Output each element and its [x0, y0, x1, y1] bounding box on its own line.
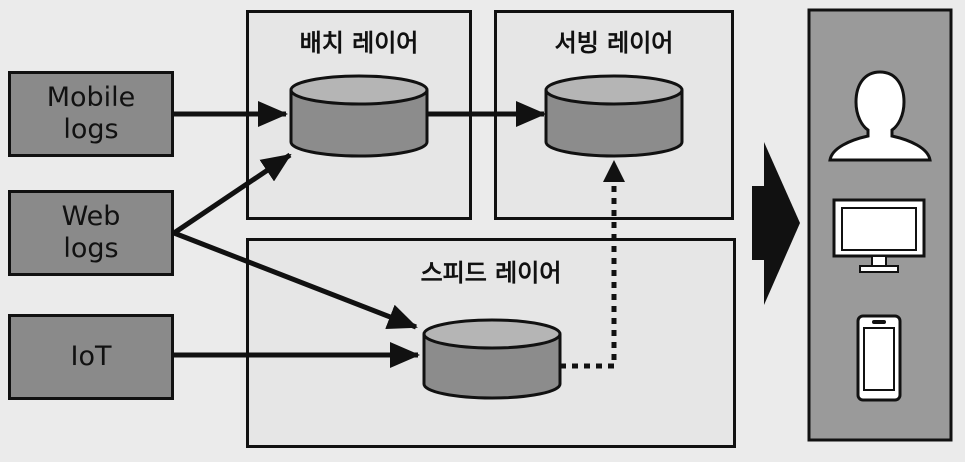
monitor-icon — [832, 198, 926, 273]
batch-layer-title: 배치 레이어 — [299, 29, 419, 57]
output-arrow — [752, 142, 800, 305]
user-icon — [828, 70, 932, 162]
arrow-web-to-batch — [172, 152, 292, 236]
speed-storage-cylinder — [422, 318, 562, 400]
serving-layer-title: 서빙 레이어 — [554, 29, 674, 57]
batch-storage-cylinder — [289, 74, 429, 158]
source-mobile-logs: Mobile logs — [8, 71, 174, 157]
arrow-speed-to-serving-dotted — [560, 172, 617, 369]
source-mobile-logs-line2: logs — [63, 114, 119, 145]
arrow-web-to-speed — [173, 230, 418, 330]
consumer-panel — [807, 8, 953, 442]
serving-storage-cylinder — [544, 74, 684, 158]
arrow-speed-to-serving-head — [603, 160, 625, 182]
speed-layer-title: 스피드 레이어 — [420, 259, 562, 287]
smartphone-icon — [856, 314, 902, 402]
source-web-logs-line1: Web — [61, 201, 121, 232]
source-mobile-logs-line1: Mobile — [46, 82, 136, 113]
speed-layer-box: 스피드 레이어 — [246, 238, 736, 448]
source-web-logs-line2: logs — [63, 233, 119, 264]
source-web-logs: Web logs — [8, 190, 174, 276]
source-iot-label: IoT — [70, 341, 112, 372]
source-iot: IoT — [8, 314, 174, 400]
